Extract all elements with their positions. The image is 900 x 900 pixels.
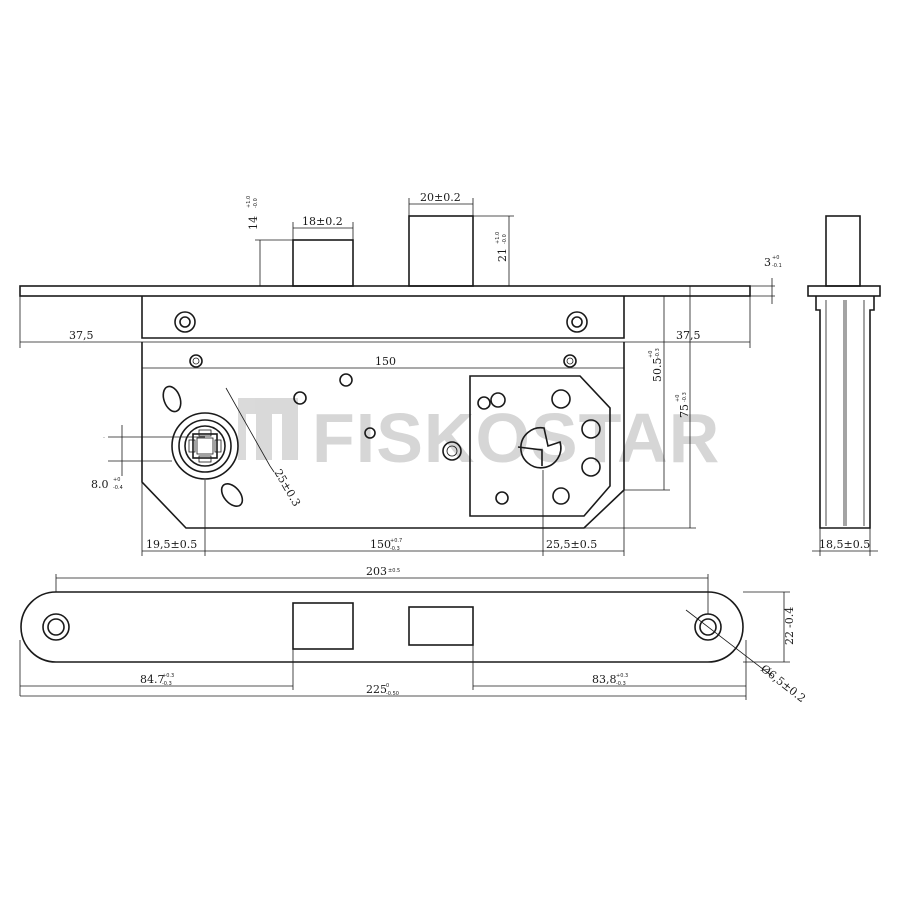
watermark: FISKOSTAR [238, 398, 720, 477]
svg-text:±0.5: ±0.5 [388, 568, 400, 574]
svg-text:+0.3: +0.3 [616, 673, 628, 679]
body-upper-band [141, 296, 625, 339]
dim-backset-right: 37,5 [676, 329, 701, 342]
svg-text:+0: +0 [675, 395, 681, 402]
rivet [364, 427, 376, 439]
svg-text:+0.7: +0.7 [390, 538, 402, 544]
dim-bolt-left-height: 14 [247, 216, 260, 230]
rivet [563, 354, 577, 368]
svg-text:-0.3: -0.3 [162, 681, 172, 687]
dim-inner-width: 150 [375, 355, 396, 368]
rivet [442, 441, 462, 461]
dim-spindle-diameter: 25±0.3 [271, 467, 303, 509]
dim-spindle-offset: 8.0 [91, 478, 109, 491]
dim-bottom-right: 25,5±0.5 [546, 538, 597, 551]
dim-faceplate-thickness: 3 [764, 256, 771, 269]
dim-height-mid: 50.5 [651, 358, 664, 383]
latch-opening [292, 602, 354, 650]
dim-faceplate-height: 22 [783, 631, 796, 645]
svg-text:+0: +0 [772, 255, 779, 261]
dim-backset-left: 37,5 [69, 329, 94, 342]
lock-case-outline [141, 342, 625, 529]
dead-bolt [408, 215, 474, 287]
screw-hole-left [174, 311, 196, 333]
dim-bottom-left: 19,5±0.5 [146, 538, 197, 551]
svg-text:+0: +0 [113, 477, 120, 483]
faceplate-outline [20, 591, 744, 663]
watermark-text: FISKOSTAR [312, 399, 720, 477]
rivet [339, 373, 353, 387]
svg-text:-0.4: -0.4 [113, 485, 123, 491]
svg-text:-0.50: -0.50 [386, 691, 399, 697]
svg-text:-0.4: -0.4 [783, 607, 796, 628]
svg-text:-0.1: -0.1 [772, 263, 782, 269]
dim-side-width: 18,5±0.5 [819, 538, 870, 551]
svg-text:-0.3: -0.3 [390, 546, 400, 552]
dim-height-total: 75 [678, 404, 691, 418]
side-view: 18,5±0.5 [807, 215, 881, 556]
bolt-opening [408, 606, 474, 646]
dim-total-length: 225 [366, 683, 387, 696]
svg-text:-0.0: -0.0 [502, 234, 508, 244]
svg-text:+1.0: +1.0 [495, 232, 501, 244]
side-faceplate [807, 285, 881, 297]
top-dimensions: 18±0.2 14 +1.0 -0.0 20±0.2 21 +1.0 -0.0 … [19, 191, 782, 556]
dim-bottom-total: 150 [370, 538, 391, 551]
latch-bolt [292, 239, 354, 287]
svg-text:+1.0: +1.0 [246, 196, 252, 208]
dim-bolt-left-width: 18±0.2 [302, 215, 343, 228]
dim-bolt-right-width: 20±0.2 [420, 191, 461, 204]
faceplate-hole-left [42, 613, 70, 641]
svg-text:-0.3: -0.3 [682, 392, 688, 402]
rivet [189, 354, 203, 368]
lock-body-view [19, 215, 751, 529]
svg-text:-0.0: -0.0 [253, 198, 259, 208]
brand-logo-icon [238, 398, 298, 460]
svg-text:+0: +0 [648, 351, 654, 358]
svg-text:-0.3: -0.3 [655, 348, 661, 358]
dim-right-offset: 83,8 [592, 673, 617, 686]
svg-text:+0.3: +0.3 [162, 673, 174, 679]
rivet [293, 391, 307, 405]
dim-hole-spacing: 203 [366, 565, 387, 578]
svg-text:0: 0 [386, 683, 389, 689]
keyhole [520, 426, 562, 469]
svg-text:-0.3: -0.3 [616, 681, 626, 687]
cylinder-plate [469, 375, 611, 517]
side-bolt [825, 215, 861, 287]
dim-bolt-right-height: 21 [496, 248, 509, 262]
spindle-hub [162, 385, 244, 508]
faceplate-view: 203 ±0.5 22 -0.4 Ø6,5±0.2 84.7 +0.3 -0.3… [19, 565, 808, 705]
dim-hole-diameter: Ø6,5±0.2 [758, 662, 808, 705]
screw-hole-right [566, 311, 588, 333]
faceplate-strip [19, 285, 751, 297]
dim-left-offset: 84.7 [140, 673, 165, 686]
